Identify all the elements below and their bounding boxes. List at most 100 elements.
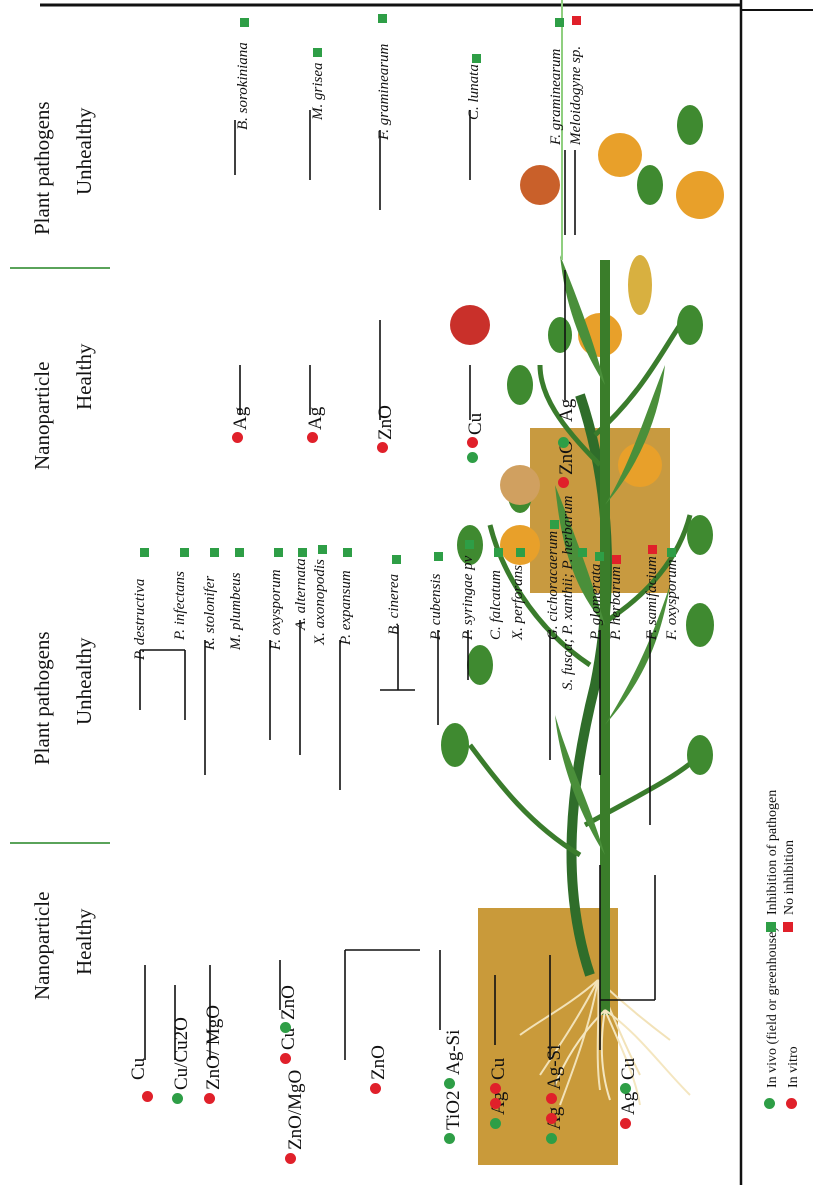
pathogen-label: P. destructiva [132,579,149,660]
pathogen-label: B. cinerea [386,574,403,635]
tomato-np-zno-2: ZnO [368,1045,390,1080]
pathogen-label: F. samifacium [644,556,661,640]
dot-in-vitro [280,1053,291,1064]
pathogen-label: P. herbarum [608,566,625,640]
tomato-np-cu: Cu [128,1058,150,1080]
maize-np-ag-3: Ag [556,399,578,422]
maize-np-zno: ZnO [375,405,397,440]
tomato-np-zno-mgo-2: ZnO/MgO [285,1070,307,1150]
dot-in-vitro [285,1153,296,1164]
tomato-header-healthy: Healthy [72,909,97,975]
pathogen-label: M. plumbeus [228,573,245,651]
pathogen-label: M. grisea [310,63,327,121]
dot-in-vivo [444,1078,455,1089]
no-inhibition-marker [612,555,621,564]
legend-in-vitro-dot [786,1098,797,1109]
dot-in-vivo [444,1133,455,1144]
dot-in-vivo [280,1022,291,1033]
inhibition-marker [180,548,189,557]
pathogen-label: X. axonopodis [312,559,329,645]
maize-header-nanoparticle: Nanoparticle [30,362,55,470]
inhibition-marker [274,548,283,557]
maize-header-healthy: Healthy [72,344,97,410]
dot-in-vitro [620,1118,631,1129]
tomato-header-unhealthy: Unhealthy [72,638,97,725]
inhibition-marker [378,14,387,23]
tomato-np-cu-4: Cu [618,1058,640,1080]
dot-in-vitro [490,1083,501,1094]
pathogen-label: R. stolonifer [202,576,219,650]
inhibition-marker [210,548,219,557]
legend-in-vitro-label: In vitro [786,1046,802,1088]
maize-cob [628,255,652,315]
inhibition-marker [667,548,676,557]
tomato-np-ag-si-2: Ag-Si [544,1045,566,1090]
maize-np-cu: Cu [465,413,487,435]
pathogen-label: P. cubensis [428,574,445,640]
tomato-np-ag-si: Ag-Si [443,1030,465,1075]
tomato-np-ag-3: Ag [618,1092,640,1115]
inhibition-marker [494,548,503,557]
inhibition-marker [240,18,249,27]
pathogen-label: X. perforans [510,565,527,640]
dot-in-vitro [546,1093,557,1104]
dot-in-vitro [204,1093,215,1104]
dot-in-vitro [142,1091,153,1102]
pathogen-label: F. oxysporum [664,559,681,640]
dot-in-vivo [467,452,478,463]
pathogen-label: A. alternata [293,558,310,630]
legend-no-inhibition-square [783,922,793,932]
no-inhibition-marker [648,545,657,554]
pathogen-label: P. expansum [338,570,355,645]
tomato-header-plant-pathogens: Plant pathogens [30,631,55,765]
no-inhibition-marker [572,16,581,25]
inhibition-marker [465,540,474,549]
inhibition-marker [595,552,604,561]
legend-inhibition-square [766,922,776,932]
pathogen-label: F. graminearum [548,49,565,145]
dot-in-vitro [467,437,478,448]
inhibition-marker [343,548,352,557]
dot-in-vivo [620,1083,631,1094]
tomato-np-zno: ZnO [278,985,300,1020]
inhibition-marker [434,552,443,561]
dot-in-vivo [546,1133,557,1144]
dot-in-vitro [232,432,243,443]
pathogen-label: C. falcatum [488,570,505,640]
inhibition-marker [578,548,587,557]
pathogen-label: P. syringae pv [460,556,477,640]
pathogen-label: Meloidogyne sp. [568,46,585,145]
pathogen-label: B. sorokiniana [235,42,252,130]
maize-header-plant-pathogens: Plant pathogens [30,101,55,235]
pathogen-label: F. oxysporum [268,569,285,650]
tomato-np-zno-mgo: ZnO/ MgO [203,1005,225,1090]
maize-np-ag: Ag [230,407,252,430]
inhibition-marker [516,548,525,557]
maize-header-unhealthy: Unhealthy [72,108,97,195]
inhibition-marker [550,520,559,529]
legend-in-vivo-label: In vivo (field or greenhouse) [765,927,781,1088]
dot-in-vitro [546,1113,557,1124]
tomato-header-nanoparticle: Nanoparticle [30,892,55,1000]
pathogen-label: C. lunata [466,64,483,120]
dot-in-vitro [377,442,388,453]
pathogen-label: F. graminearum [376,44,393,140]
inhibition-marker [235,548,244,557]
dot-in-vivo [172,1093,183,1104]
inhibition-marker [313,48,322,57]
inhibition-marker [555,18,564,27]
inhibition-marker [392,555,401,564]
pathogen-label: P. glomerata [588,564,605,640]
tomato-np-cu-cu2o: Cu/Cu2O [171,1017,193,1090]
maize-np-ag-2: Ag [305,407,327,430]
inhibition-marker [472,54,481,63]
tomato-np-cu-3: Cu [488,1058,510,1080]
pathogen-label: P. infectans [172,571,189,640]
dot-in-vitro [370,1083,381,1094]
legend-no-inhibition-label: No inhibition [782,840,798,915]
dot-in-vitro [490,1098,501,1109]
tomato-np-tio2: TiO2 [443,1091,465,1130]
